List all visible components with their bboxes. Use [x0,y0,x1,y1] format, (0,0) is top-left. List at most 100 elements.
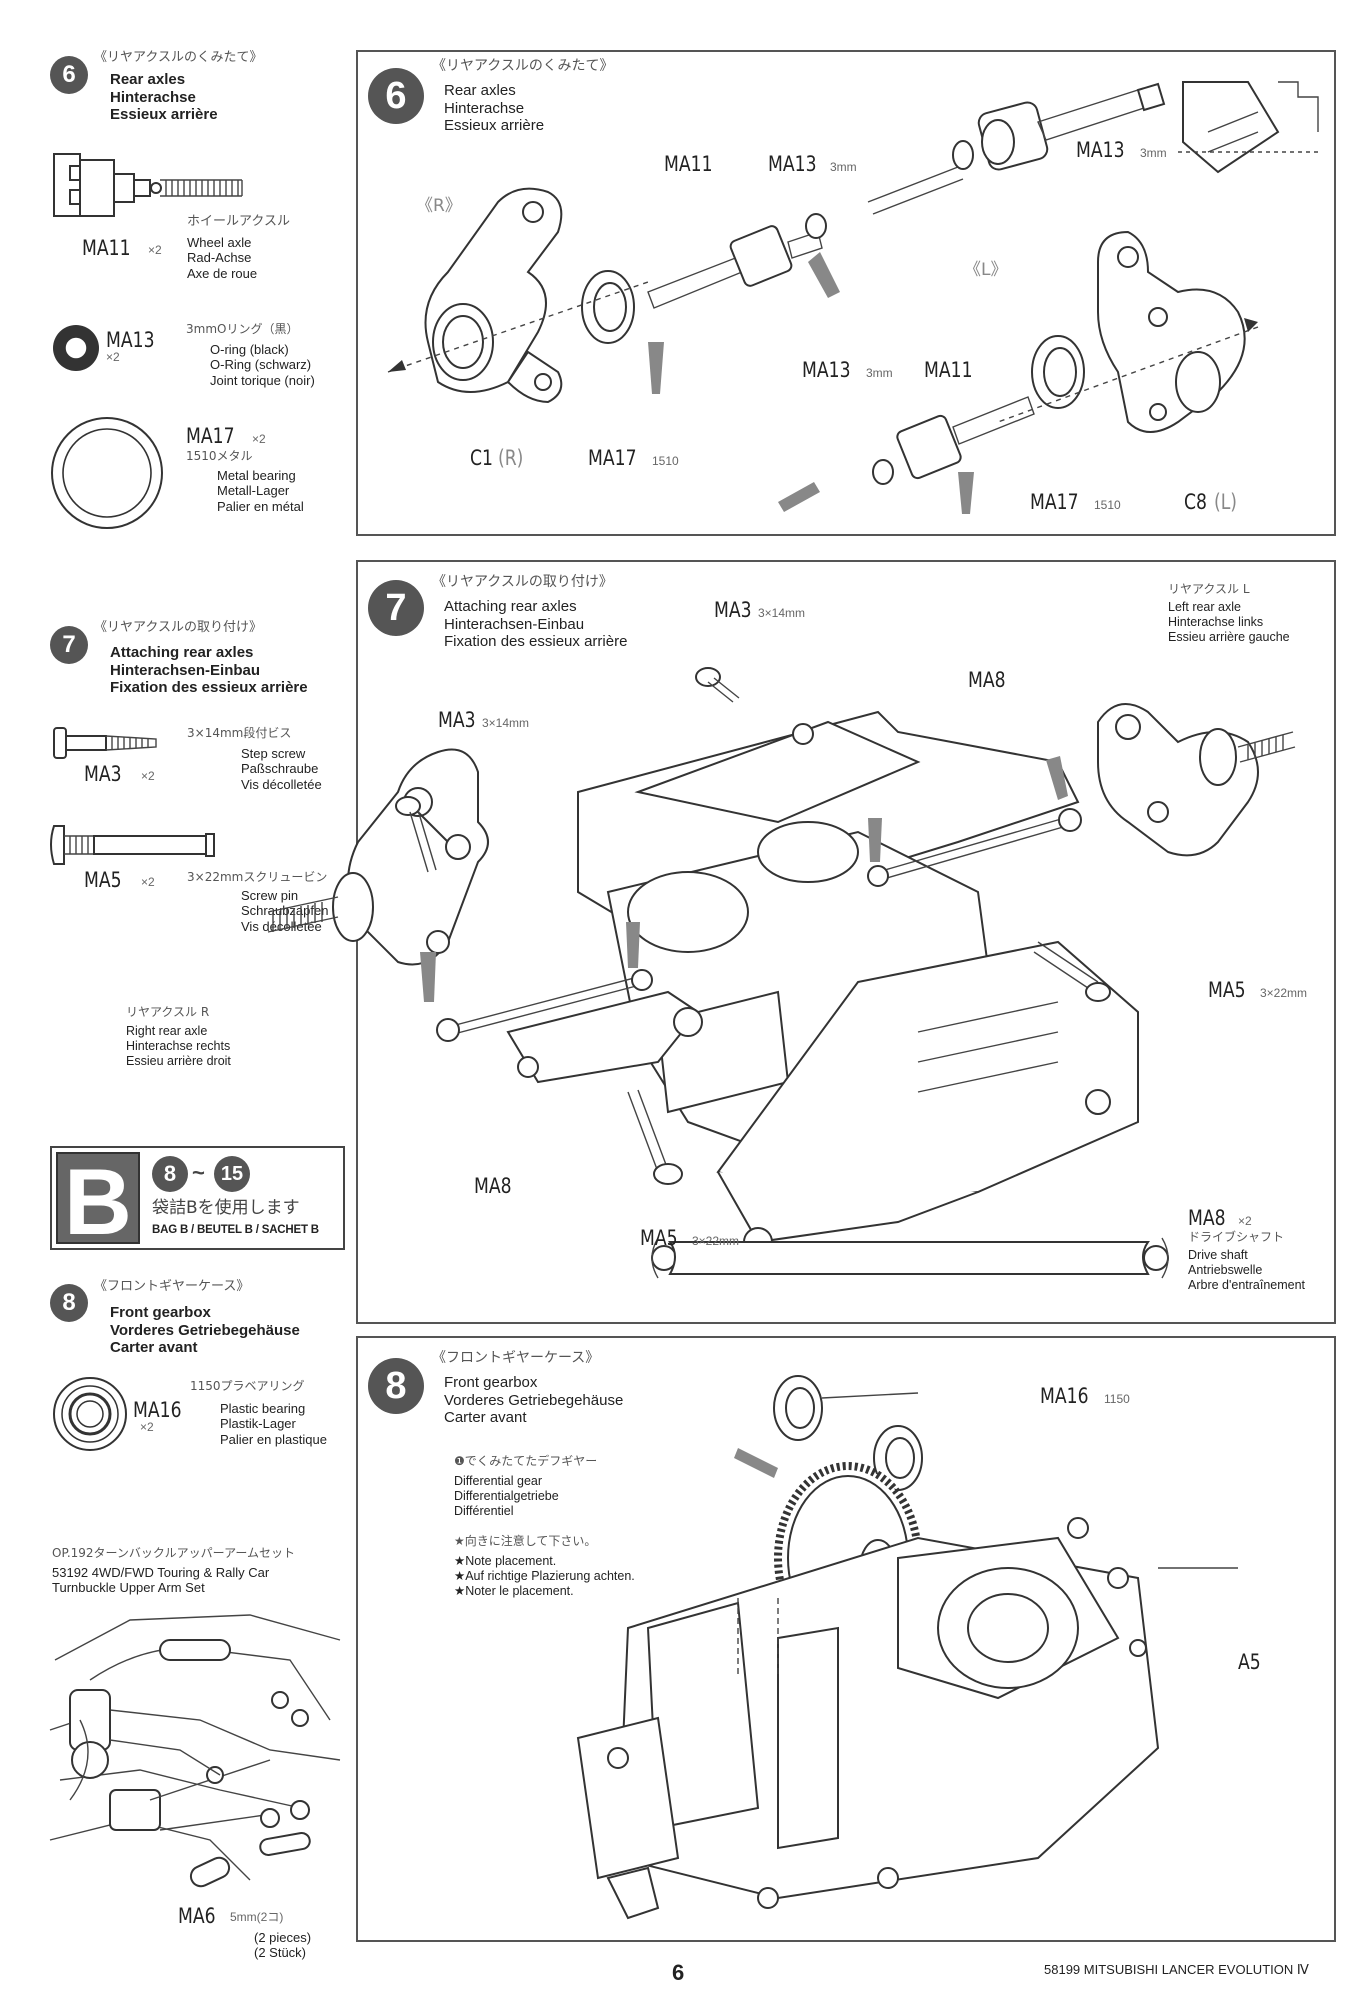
panel-step-8: 8 《フロントギヤーケース》 Front gearbox Vorderes Ge… [356,1336,1336,1942]
rear-axle-assembly-illustration [387,81,1319,514]
step-7-jp-title: 《リヤアクスルの取り付け》 [94,620,262,635]
bag-letter: B [64,1149,132,1254]
rear-axle-attachment-illustration [267,667,1296,1279]
part-jp-ma16: 1150プラベアリング [190,1379,305,1393]
label-c1: C1 [470,446,493,470]
label-ma13-l-size: 3mm [866,366,893,380]
part-qty-ma17: ×2 [252,432,266,446]
panel-6-side-r: 《R》 [416,196,462,216]
panel-6-badge: 6 [368,68,424,124]
right-axle-jp: リヤアクスル R [126,1005,210,1019]
part-code-ma3: MA3 [84,762,122,786]
part-code-ma11: MA11 [82,236,131,260]
panel-step-6: 6 《リヤアクスルのくみたて》 Rear axles Hinterachse E… [356,50,1336,536]
right-axle-desc: Right rear axle Hinterachse rechts Essie… [126,1024,231,1068]
step-6-title-fr: Essieux arrière [110,106,218,124]
part-desc-ma17: Metal bearing Metall-Lager Palier en mét… [217,468,304,514]
part-jp-ma17: 1510メタル [186,449,253,463]
label-ma11-l: MA11 [924,358,973,382]
bag-b-box: B 8 ~ 15 袋詰Bを使用します BAG B / BEUTEL B / SA… [50,1146,345,1254]
label-ma17-l-size: 1510 [1094,498,1121,512]
label-ma16: MA16 [1040,1384,1089,1408]
label-ma5-right-size: 3×22mm [1260,986,1308,1000]
panel-7-titles: Attaching rear axles Hinterachsen-Einbau… [444,598,627,651]
step-7-title-de: Hinterachsen-Einbau [110,661,261,679]
label-ma5-bottom-size: 3×22mm [692,1234,740,1248]
diff-jp: ❶でくみたてたデフギヤー [454,1454,598,1468]
panel-8-jp-title: 《フロントギヤーケース》 [432,1350,600,1366]
part-jp-ma13: 3mmOリング（黒） [186,322,299,336]
bag-label: BAG B / BEUTEL B / SACHET B [152,1224,319,1236]
part-qty-ma3: ×2 [141,769,155,783]
part-qty-ma16: ×2 [140,1420,154,1434]
step-8-title-fr: Carter avant [110,1339,198,1357]
panel-8-title-fr: Carter avant [444,1409,527,1427]
panel-6-title-en: Rear axles [444,82,516,99]
step-6-titles: Rear axles Hinterachse Essieux arrière [110,71,218,124]
label-ma5-right: MA5 [1208,978,1246,1002]
step-7-titles: Attaching rear axles Hinterachsen-Einbau… [110,644,308,697]
part-desc-ma16: Plastic bearing Plastik-Lager Palier en … [220,1401,327,1447]
label-ma3-left: MA3 [438,708,476,732]
label-ma3-top: MA3 [714,598,752,622]
label-ma17-r-size: 1510 [652,454,679,468]
bag-range-start: 8 [152,1156,188,1192]
drive-shaft-qty: ×2 [1238,1214,1252,1228]
part-desc-ma11: Wheel axle Rad-Achse Axe de roue [187,235,258,281]
bag-range-sep: ~ [192,1160,205,1185]
diff-note-jp: ★向きに注意して下さい。 [454,1534,597,1548]
part-code-ma17: MA17 [186,424,235,448]
step-8-title-en: Front gearbox [110,1304,211,1321]
label-c8: C8 [1184,490,1207,514]
upper-arm-illustration [49,1614,341,1888]
label-c8-side: (L) [1214,490,1238,514]
label-ma5-bottom: MA5 [640,1226,678,1250]
step-8-title-de: Vorderes Getriebegehäuse [110,1321,300,1339]
metal-bearing-icon [51,417,163,529]
part-qty-ma11: ×2 [148,243,162,257]
drive-shaft-jp: ドライブシャフト [1188,1230,1285,1244]
part-jp-ma3: 3×14mm段付ビス [187,726,292,740]
page-number: 6 [672,1960,685,1985]
step-7-title-fr: Fixation des essieux arrière [110,679,308,697]
panel-8-title-en: Front gearbox [444,1374,538,1391]
drive-shaft-desc: Drive shaft Antriebswelle Arbre d'entraî… [1188,1248,1306,1292]
bag-range-end: 15 [214,1156,250,1192]
left-axle-jp: リヤアクスル L [1168,582,1250,596]
label-ma13-l: MA13 [802,358,851,382]
part-qty-ma13: ×2 [106,350,120,364]
step-screw-icon [53,727,157,759]
panel-6-title-de: Hinterachse [444,99,525,117]
panel-7-jp-title: 《リヤアクスルの取り付け》 [432,574,613,590]
option-line2: Turnbuckle Upper Arm Set [52,1580,205,1596]
panel-8-badge: 8 [368,1358,424,1414]
plastic-bearing-icon [53,1377,127,1451]
diff-notes: ★Note placement. ★Auf richtige Plazierun… [454,1554,635,1598]
step-8-badge: 8 [50,1284,88,1322]
part-pieces-ma6: (2 pieces) (2 Stück) [254,1930,312,1961]
panel-7-title-de: Hinterachsen-Einbau [444,615,585,633]
part-code-ma16: MA16 [133,1398,182,1422]
part-jp-ma5: 3×22mmスクリュービン [187,870,328,884]
label-ma17-l: MA17 [1030,490,1079,514]
panel-8-title-de: Vorderes Getriebegehäuse [444,1391,624,1409]
o-ring-icon [53,325,99,371]
part-qty-ma5: ×2 [141,875,155,889]
left-axle-desc: Left rear axle Hinterachse links Essieu … [1168,600,1290,644]
part-jp-ma11: ホイールアクスル [187,214,290,229]
option-line1: 53192 4WD/FWD Touring & Rally Car [52,1565,270,1580]
part-code-ma13: MA13 [106,328,155,352]
step-8-titles: Front gearbox Vorderes Getriebegehäuse C… [110,1304,300,1357]
label-ma8-bottom: MA8 [474,1174,512,1198]
label-ma16-size: 1150 [1104,1392,1130,1406]
step-7-badge: 7 [50,626,88,664]
step-7-title-en: Attaching rear axles [110,644,254,661]
label-ma17-r: MA17 [588,446,637,470]
step-8-jp-title: 《フロントギヤーケース》 [94,1279,250,1294]
drive-shaft-code: MA8 [1188,1206,1226,1230]
label-ma13-top: MA13 [1076,138,1125,162]
step-6-title-en: Rear axles [110,71,186,88]
part-desc-ma3: Step screw Paßschraube Vis décolletée [241,746,322,792]
label-c1-side: (R) [498,446,524,470]
step-6-badge: 6 [50,56,88,94]
